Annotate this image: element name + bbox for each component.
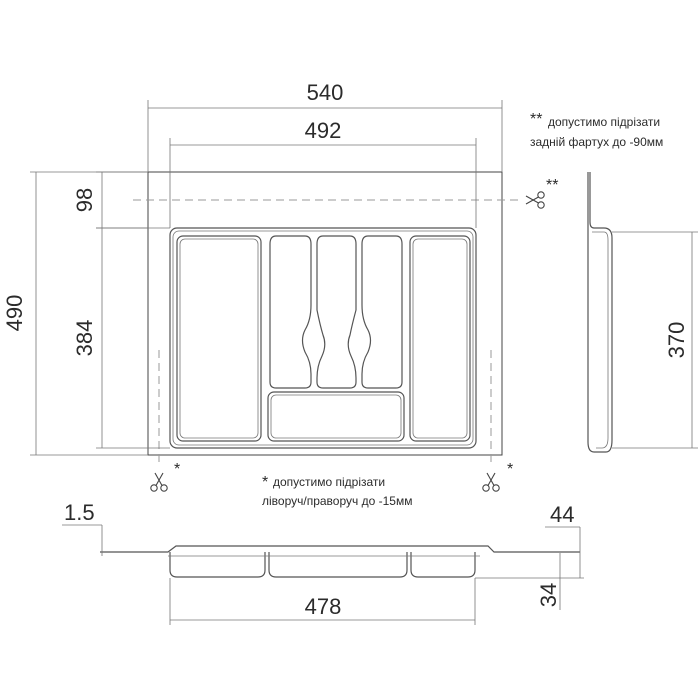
side-note-line1: допустимо підрізати [273,475,385,489]
back-cut-note: ** допустимо підрізати задній фартух до … [530,111,663,149]
front-section-left [169,552,266,578]
back-cut-marker: ** [546,177,558,194]
side-cut-note: * допустимо підрізати ліворуч/праворуч д… [262,474,412,508]
top-view: ** * * 540 492 490 384 98 [2,80,558,492]
front-section-middle [268,552,408,578]
right-cut-marker: * [507,461,513,478]
compartment-right-rim [412,238,468,439]
compartment-bottom-middle [267,391,405,442]
dim-wall-thickness: 1.5 [64,500,95,525]
side-profile [587,172,613,453]
left-cut-marker: * [174,461,180,478]
dim-bottom-width: 478 [305,594,342,619]
back-note-line1: допустимо підрізати [548,115,660,129]
scissors-icon [482,472,500,492]
dim-inner-width: 492 [305,118,342,143]
back-note-marker: ** [530,111,542,128]
tray-inner-outline [169,227,477,449]
side-note-line2: ліворуч/праворуч до -15мм [262,494,412,508]
side-note-marker: * [262,474,268,491]
scissors-icon [150,472,168,492]
compartment-bottom-middle-rim [270,394,402,439]
compartment-left [176,235,262,442]
compartment-left-rim [179,238,259,439]
back-note-line2: задній фартух до -90мм [530,135,663,149]
dim-inner-height: 34 [536,583,561,607]
cutlery-slot-3 [361,235,403,389]
dim-inner-depth: 384 [72,320,97,357]
tray-outer-outline [147,171,503,456]
front-outer-rim [100,545,580,553]
dim-back-cut: 98 [72,188,97,212]
front-view: 1.5 44 34 478 [62,500,584,625]
cutlery-slot-2 [316,235,357,389]
dim-total-height: 44 [550,502,574,527]
side-profile-inner [592,231,609,449]
cutlery-slot-1 [269,235,312,389]
scissors-icon [525,191,545,209]
tray-inner-rim [172,230,474,446]
compartment-right [409,235,471,442]
side-view: 370 [587,172,698,453]
front-section-right [410,552,476,578]
dim-side-depth: 370 [664,322,689,359]
dim-overall-depth: 490 [2,295,27,332]
dim-overall-width: 540 [307,80,344,105]
